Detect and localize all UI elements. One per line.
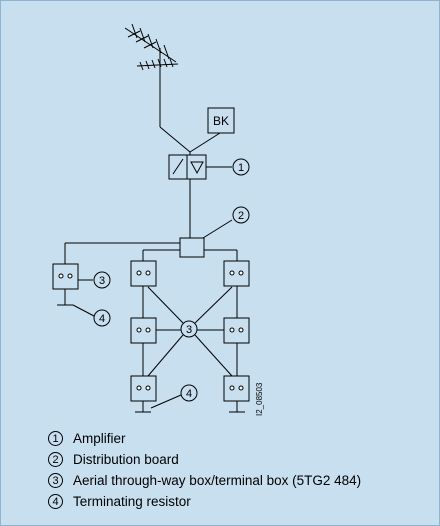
drawing-id: I2_08503 bbox=[255, 382, 264, 416]
legend-text: Aerial through-way box/terminal box (5TG… bbox=[73, 473, 362, 488]
terminal-box-l2 bbox=[130, 317, 157, 344]
callout-2: 2 bbox=[238, 210, 244, 222]
legend-item: 4 Terminating resistor bbox=[48, 491, 361, 512]
amplifier bbox=[168, 154, 207, 180]
bk-box bbox=[207, 107, 235, 134]
legend-number: 1 bbox=[48, 431, 63, 446]
distribution-board bbox=[179, 237, 205, 258]
legend-number: 2 bbox=[48, 452, 63, 467]
callout-3-center: 3 bbox=[186, 324, 192, 336]
terminal-box-l3 bbox=[130, 375, 157, 402]
legend-text: Distribution board bbox=[73, 452, 179, 467]
callout-circle-4-bottom bbox=[180, 384, 198, 402]
terminal-box-left bbox=[52, 263, 79, 290]
terminal-box-l1 bbox=[130, 260, 157, 287]
legend-text: Terminating resistor bbox=[73, 494, 191, 509]
callout-circle-2 bbox=[232, 206, 250, 224]
legend-item: 2 Distribution board bbox=[48, 449, 361, 470]
legend: 1 Amplifier 2 Distribution board 3 Aerial t… bbox=[48, 428, 361, 512]
callout-1: 1 bbox=[238, 162, 244, 174]
bk-label: BK bbox=[213, 114, 229, 128]
legend-item: 3 Aerial through-way box/terminal box (5T… bbox=[48, 470, 361, 491]
callout-circle-3-center bbox=[180, 320, 198, 338]
legend-item: 1 Amplifier bbox=[48, 428, 361, 449]
callout-circle-1 bbox=[232, 158, 250, 176]
aerial-antenna-icon bbox=[124, 23, 179, 127]
legend-text: Amplifier bbox=[73, 431, 126, 446]
callout-3-left: 3 bbox=[99, 275, 105, 287]
terminal-box-r3 bbox=[223, 375, 250, 402]
legend-number: 4 bbox=[48, 494, 63, 509]
legend-number: 3 bbox=[48, 473, 63, 488]
callout-circle-3-left bbox=[93, 271, 111, 289]
terminal-box-r1 bbox=[223, 260, 250, 287]
callout-circle-4-left bbox=[93, 309, 111, 327]
callout-4-bottom: 4 bbox=[186, 388, 192, 400]
terminal-box-r2 bbox=[223, 317, 250, 344]
callout-4-left: 4 bbox=[99, 313, 105, 325]
